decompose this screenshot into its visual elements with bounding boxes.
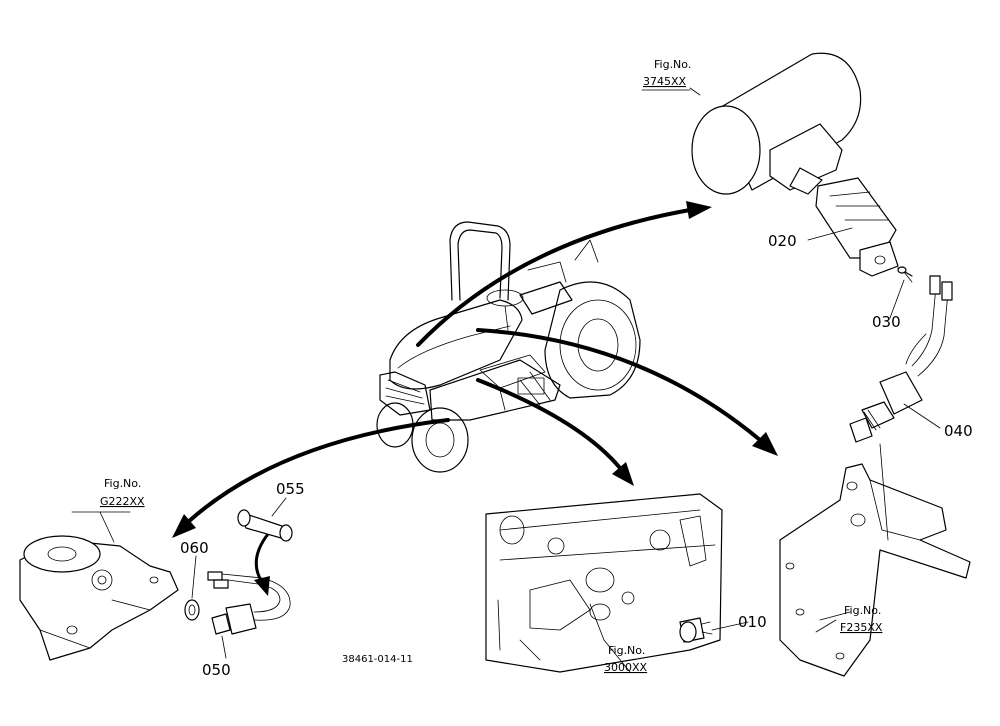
sensor-020 bbox=[789, 167, 899, 277]
switch-050 bbox=[207, 571, 291, 635]
housing-assembly bbox=[19, 535, 179, 661]
fig-ref-3745xx: 3745XX bbox=[643, 75, 687, 88]
labels: Fig.No. 3745XX 020 030 040 Fig.No. F235X… bbox=[100, 58, 973, 679]
fig-ref-3000xx: 3000XX bbox=[604, 661, 648, 674]
leader-lines bbox=[71, 87, 941, 673]
tractor-illustration bbox=[376, 221, 641, 473]
sensor-040 bbox=[849, 275, 953, 443]
part-label-030: 030 bbox=[872, 313, 901, 331]
part-label-055: 055 bbox=[276, 480, 305, 498]
part-label-010: 010 bbox=[738, 613, 767, 631]
part-label-060: 060 bbox=[180, 539, 209, 557]
switch-010 bbox=[679, 617, 713, 643]
part-label-020: 020 bbox=[768, 232, 797, 250]
air-cleaner-assembly bbox=[691, 52, 862, 195]
bracket-assembly bbox=[779, 443, 971, 677]
screw-030 bbox=[897, 266, 913, 283]
part-label-050: 050 bbox=[202, 661, 231, 679]
arrow-to-010 bbox=[476, 378, 634, 486]
washer-060 bbox=[184, 599, 200, 621]
fig-ref-g222xx: G222XX bbox=[100, 495, 145, 508]
part-label-040: 040 bbox=[944, 422, 973, 440]
arrow-to-020 bbox=[416, 201, 712, 347]
sleeve-055 bbox=[237, 509, 293, 542]
fig-label-3745: Fig.No. bbox=[654, 58, 691, 71]
fig-ref-f235xx: F235XX bbox=[840, 621, 883, 634]
fig-label-f235: Fig.No. bbox=[844, 604, 881, 617]
engine-block bbox=[485, 493, 723, 673]
arrow-to-040 bbox=[476, 328, 778, 456]
drawing-id: 38461-014-11 bbox=[342, 654, 413, 665]
fig-label-3000: Fig.No. bbox=[608, 644, 645, 657]
arrow-to-050 bbox=[172, 418, 450, 538]
arrow-055-to-050 bbox=[254, 532, 270, 596]
fig-label-g222: Fig.No. bbox=[104, 477, 141, 490]
